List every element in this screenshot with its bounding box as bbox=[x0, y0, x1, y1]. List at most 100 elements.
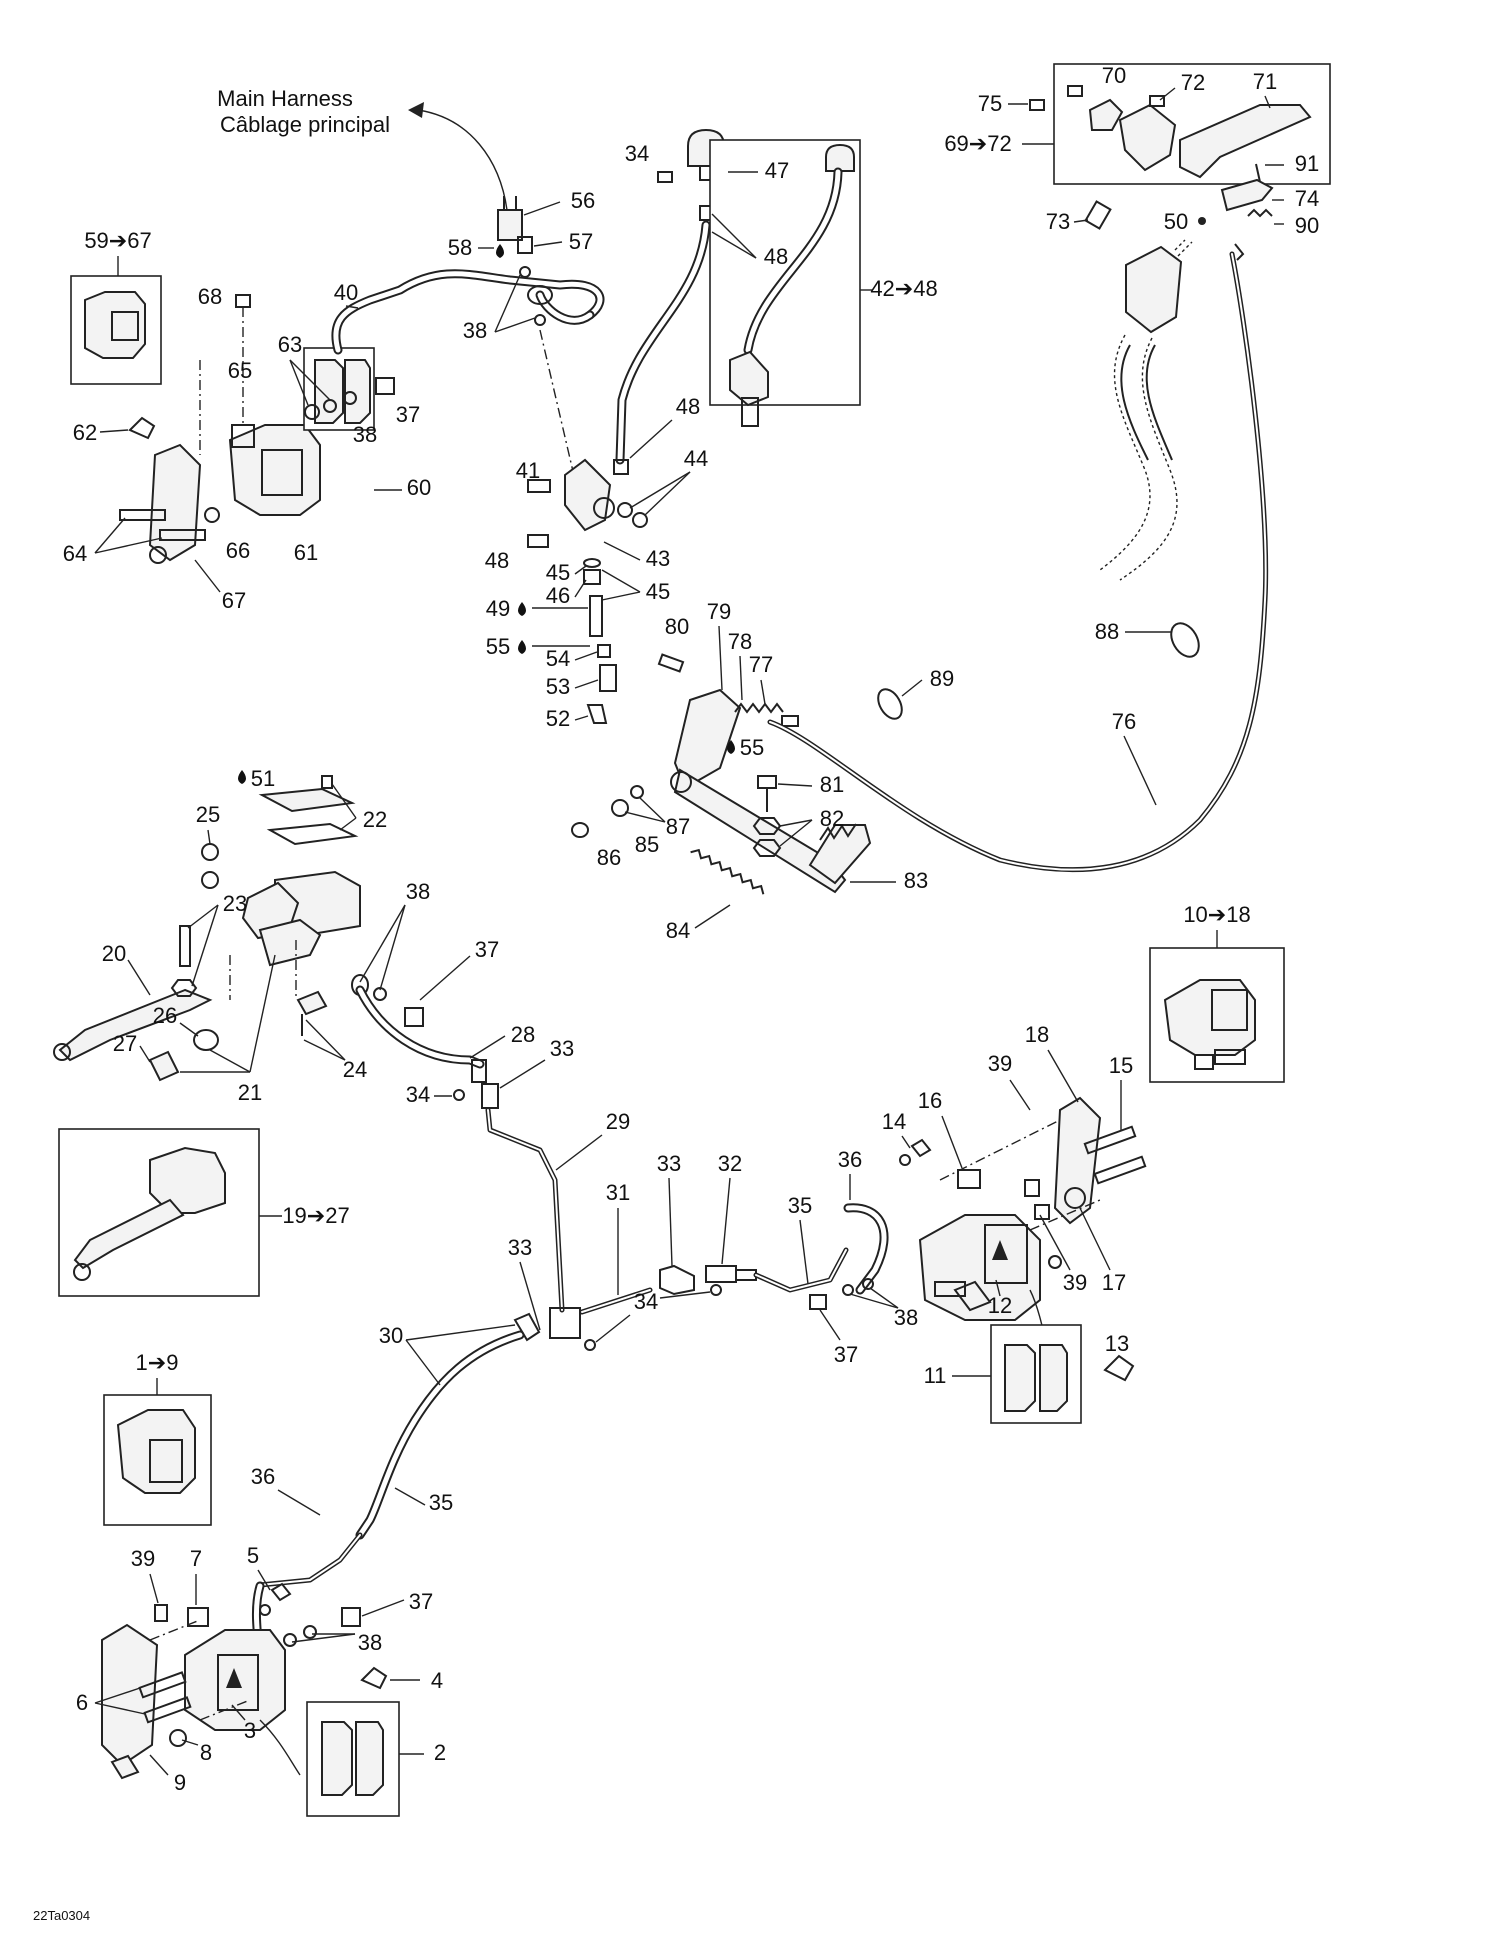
kit-10-18: 10➔18 bbox=[1149, 902, 1285, 1083]
banjo-bolt-37 bbox=[404, 1007, 424, 1027]
bolt-41 bbox=[527, 479, 551, 493]
callout-36a: 36 bbox=[251, 1464, 275, 1489]
callout-13: 13 bbox=[1105, 1331, 1129, 1356]
callout-76: 76 bbox=[1112, 709, 1136, 734]
handlebar-housing bbox=[1125, 245, 1183, 334]
callout-33c: 33 bbox=[657, 1151, 681, 1176]
callout-65: 65 bbox=[228, 358, 252, 383]
bolt-68 bbox=[235, 294, 251, 308]
callout-32: 32 bbox=[718, 1151, 742, 1176]
callout-18: 18 bbox=[1025, 1022, 1049, 1047]
pivot-bolt-23 bbox=[179, 925, 191, 967]
callout-63: 63 bbox=[278, 332, 302, 357]
callout-2: 2 bbox=[434, 1740, 446, 1765]
bolt-81 bbox=[757, 775, 777, 789]
callout-64: 64 bbox=[63, 541, 87, 566]
callout-55b: 55 bbox=[740, 735, 764, 760]
callout-67: 67 bbox=[222, 588, 246, 613]
pedal-arm-upper bbox=[673, 688, 742, 790]
callout-86: 86 bbox=[597, 845, 621, 870]
brake-line-35-right bbox=[753, 1247, 849, 1293]
callout-33a: 33 bbox=[550, 1036, 574, 1061]
cable-tie-89 bbox=[877, 688, 903, 720]
callout-23: 23 bbox=[223, 891, 247, 916]
brake-light-switch-and-master-cylinder: 42➔48 56 57 58 38 34 47 48 48 44 41 48 4… bbox=[448, 128, 938, 731]
callout-73: 73 bbox=[1046, 209, 1070, 234]
callout-9: 9 bbox=[174, 1770, 186, 1795]
diaphragm-22 bbox=[266, 822, 359, 846]
callout-34a: 34 bbox=[625, 141, 649, 166]
grease-drop-icon bbox=[518, 602, 526, 616]
callout-49: 49 bbox=[486, 596, 510, 621]
cable-tie-88 bbox=[1170, 622, 1200, 658]
cap-14 bbox=[910, 1138, 932, 1158]
front-right-caliper-assembly: 18 15 39 16 14 39 17 12 11 13 bbox=[882, 1022, 1147, 1424]
clamp-24 bbox=[258, 918, 322, 967]
kit-label-42-48: 42➔48 bbox=[870, 276, 937, 301]
callout-38e: 38 bbox=[358, 1630, 382, 1655]
callout-29: 29 bbox=[606, 1109, 630, 1134]
fitting-57 bbox=[517, 236, 533, 254]
caliper-body-12 bbox=[918, 1214, 1041, 1321]
clip-62 bbox=[128, 416, 156, 440]
junction-block-33 bbox=[481, 1083, 499, 1109]
callout-37d: 37 bbox=[409, 1589, 433, 1614]
bracket-9 bbox=[101, 1623, 159, 1767]
callout-78: 78 bbox=[728, 629, 752, 654]
brake-pedal-assembly: 80 79 78 77 55 81 82 87 85 86 83 84 bbox=[571, 599, 928, 943]
callout-62: 62 bbox=[73, 420, 97, 445]
grease-drop-icon bbox=[496, 244, 504, 258]
banjo-bolt-37 bbox=[809, 1294, 827, 1310]
callout-75: 75 bbox=[978, 91, 1002, 116]
callout-21: 21 bbox=[238, 1080, 262, 1105]
callout-48c: 48 bbox=[485, 548, 509, 573]
callout-68: 68 bbox=[198, 284, 222, 309]
brake-light-switch-56 bbox=[497, 209, 523, 241]
screw-75 bbox=[1029, 99, 1045, 111]
callout-83: 83 bbox=[904, 868, 928, 893]
callout-52: 52 bbox=[546, 706, 570, 731]
callout-70: 70 bbox=[1102, 63, 1126, 88]
washer-17 bbox=[1064, 1187, 1086, 1209]
callout-38c: 38 bbox=[406, 879, 430, 904]
spring-84 bbox=[690, 848, 765, 895]
o-ring-86 bbox=[571, 822, 589, 838]
callout-44: 44 bbox=[684, 446, 708, 471]
callout-61: 61 bbox=[294, 540, 318, 565]
bolt-39 bbox=[1024, 1179, 1040, 1197]
spring-90 bbox=[1247, 208, 1273, 218]
nut-82 bbox=[752, 817, 782, 835]
front-master-cylinder-assembly: 51 22 25 23 20 26 27 21 24 3 bbox=[53, 766, 499, 1105]
banjo-bolt-37 bbox=[341, 1607, 361, 1627]
callout-60: 60 bbox=[407, 475, 431, 500]
grease-drop-icon bbox=[518, 640, 526, 654]
callout-72: 72 bbox=[1181, 70, 1205, 95]
kit-19-27: 19➔27 bbox=[58, 1128, 350, 1297]
caliper-pin bbox=[119, 509, 166, 521]
callout-85: 85 bbox=[635, 832, 659, 857]
washer-66 bbox=[204, 507, 220, 523]
callout-31: 31 bbox=[606, 1180, 630, 1205]
callout-46: 46 bbox=[546, 583, 570, 608]
bolt-39 bbox=[154, 1604, 168, 1622]
caliper-bracket bbox=[148, 443, 202, 562]
callout-56: 56 bbox=[571, 188, 595, 213]
callout-40: 40 bbox=[334, 280, 358, 305]
clip-13 bbox=[1103, 1354, 1135, 1382]
reservoir-cover-22 bbox=[258, 787, 356, 813]
callout-84: 84 bbox=[666, 918, 690, 943]
callout-7: 7 bbox=[190, 1546, 202, 1571]
pin-6 bbox=[138, 1671, 187, 1699]
figure-code: 22Ta0304 bbox=[33, 1908, 90, 1923]
callout-57: 57 bbox=[569, 229, 593, 254]
callout-47: 47 bbox=[765, 158, 789, 183]
screw-34 bbox=[657, 171, 673, 183]
callout-43: 43 bbox=[646, 546, 670, 571]
reservoir-hose-48 bbox=[615, 220, 711, 465]
callout-88: 88 bbox=[1095, 619, 1119, 644]
harness-line-2: Câblage principal bbox=[220, 112, 390, 137]
bleed-screw-7 bbox=[187, 1607, 209, 1627]
callout-5: 5 bbox=[247, 1543, 259, 1568]
bleed-screw-65 bbox=[231, 424, 255, 448]
callout-50: 50 bbox=[1164, 209, 1188, 234]
